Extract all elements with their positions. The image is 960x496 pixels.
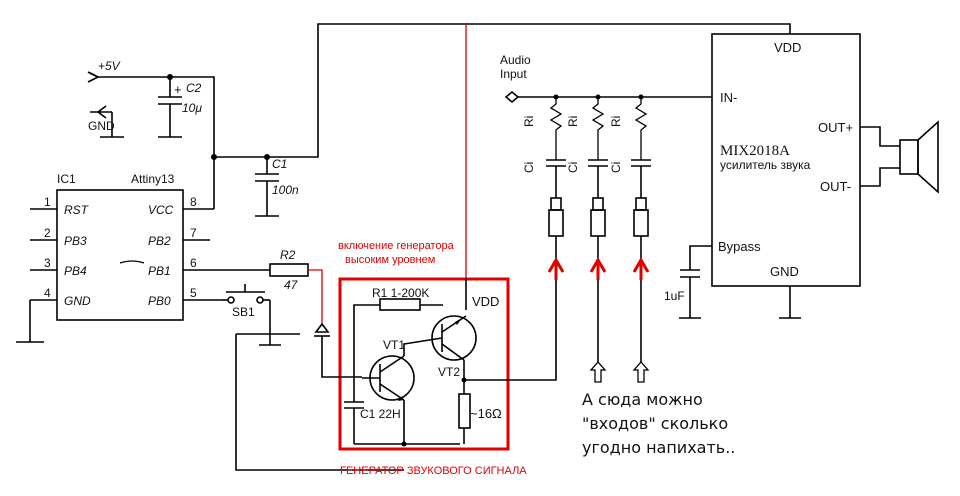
audio-input-label: Audio Input: [500, 53, 534, 81]
hollow-arrow-3: [632, 361, 650, 383]
red-arrow-1: [547, 257, 565, 280]
ic1-pin4-num: 4: [44, 286, 51, 300]
c2-name: C2: [186, 81, 202, 95]
resistor-r2: R2 47: [269, 248, 323, 326]
ic1-pin5-num: 5: [190, 286, 197, 300]
ground-symbol-left: GND: [88, 105, 124, 138]
ri-label-2: Ri: [566, 116, 580, 127]
amplifier-mix2018a: VDD IN- MIX2018A усилитель звука OUT+ OU…: [711, 33, 861, 319]
amp-in: IN-: [720, 90, 737, 105]
ci-label-2: Ci: [566, 162, 580, 173]
ci-label-3: Ci: [609, 162, 623, 173]
r2-name: R2: [280, 248, 296, 262]
c1-value: 100n: [272, 183, 299, 197]
amp-bypass: Bypass: [718, 239, 761, 254]
ic1-pin2-label: PB3: [64, 234, 87, 248]
c2-value: 10μ: [182, 101, 202, 115]
vdd-rail: [214, 23, 791, 158]
ic1-pin1-label: RST: [64, 203, 90, 217]
input-branch-1: Ri Ci: [522, 94, 566, 280]
c2-plus: +: [174, 82, 182, 97]
ic1-pin3-label: PB4: [64, 264, 87, 278]
ic1-pin5-label: PB0: [148, 294, 171, 308]
capacitor-c2: + C2 10μ: [158, 77, 202, 138]
ic1-pin7-num: 7: [190, 226, 197, 240]
ic1-pin2-num: 2: [44, 226, 51, 240]
speaker-icon: [860, 120, 939, 194]
supply-5v: +5V: [87, 59, 215, 157]
ic1-pin8-label: VCC: [148, 203, 174, 217]
hollow-arrow-2: [589, 361, 607, 383]
sound-generator: ГЕНЕРАТОР ЗВУКОВОГО СИГНАЛА R1 1-200K VD…: [314, 236, 557, 477]
load-label: ~16Ω: [470, 406, 502, 421]
capacitor-bypass: 1uF: [664, 245, 712, 319]
amp-part: MIX2018A: [720, 143, 790, 159]
r2-value: 47: [284, 278, 299, 292]
ri-label-3: Ri: [609, 116, 623, 127]
ic1-pin7-label: PB2: [148, 234, 171, 248]
amp-vdd: VDD: [774, 40, 801, 55]
gnd-label: GND: [88, 119, 115, 133]
capacitor-c1: C1 100n: [255, 157, 299, 217]
ic1-pin6-num: 6: [190, 256, 197, 270]
red-arrow-2: [589, 257, 607, 280]
ci-label-1: Ci: [522, 162, 536, 173]
vt1-label: VT1: [383, 338, 405, 352]
amp-desc: усилитель звука: [720, 158, 811, 172]
switch-sb1: SB1: [222, 284, 281, 346]
generator-caption: ГЕНЕРАТОР ЗВУКОВОГО СИГНАЛА: [340, 465, 527, 477]
ic1-pin4-label: GND: [64, 294, 91, 308]
v5-label: +5V: [98, 59, 121, 73]
ic1-name: IC1: [57, 172, 76, 186]
vt2-label: VT2: [438, 365, 460, 379]
c1-name: C1: [272, 157, 287, 171]
sb1-name: SB1: [232, 305, 255, 319]
bypass-cap-label: 1uF: [664, 289, 685, 303]
r1-label: R1 1-200K: [372, 286, 429, 300]
amp-out-minus: OUT-: [820, 179, 851, 194]
ic1-attiny13: IC1 Attiny13 1 2 3 4 RST PB3 PB4 GND 8 7…: [30, 172, 270, 321]
amp-gnd: GND: [770, 264, 799, 279]
amp-out-plus: OUT+: [818, 120, 853, 135]
generator-vdd: VDD: [472, 294, 499, 309]
ic1-pin8-num: 8: [190, 195, 197, 209]
ground-ic1: [16, 300, 44, 343]
c1-22h-label: C1 22H: [360, 407, 401, 421]
ic1-part: Attiny13: [131, 172, 175, 186]
input-branch-2: Ri Ci: [566, 94, 608, 383]
ri-label-1: Ri: [522, 116, 536, 127]
annotation-enable-high: включение генератора высоким уровнем: [338, 240, 457, 266]
audio-input: Audio Input: [500, 53, 712, 104]
ic1-pin1-num: 1: [44, 195, 51, 209]
input-branch-3: Ri Ci: [609, 94, 651, 383]
ic1-pin6-label: PB1: [148, 264, 171, 278]
red-arrow-3: [632, 257, 650, 280]
ic1-pin3-num: 3: [44, 256, 51, 270]
note-text: А сюда можно "входов" сколько угодно нап…: [582, 390, 735, 457]
